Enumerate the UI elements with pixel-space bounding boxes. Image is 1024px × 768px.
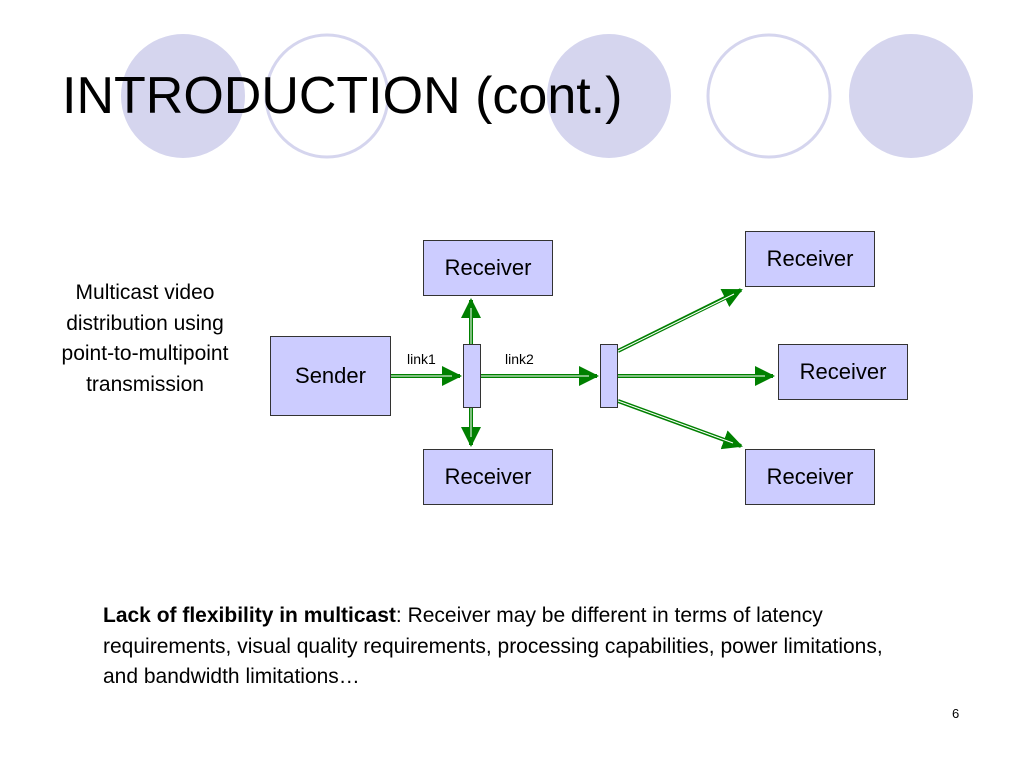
diagram-caption: Multicast video distribution using point…	[61, 281, 229, 396]
decorative-circles	[121, 33, 973, 159]
receiver-node-top: Receiver	[423, 240, 553, 296]
deco-circle-filled	[849, 34, 973, 158]
receiver-node-middle-right: Receiver	[778, 344, 908, 400]
receiver-node-lower-right: Receiver	[745, 449, 875, 505]
link1-label: link1	[407, 351, 436, 367]
sender-node: Sender	[270, 336, 391, 416]
page-number: 6	[952, 706, 960, 721]
note-bold: Lack of flexibility in multicast	[103, 604, 396, 627]
deco-circle-outline	[706, 33, 832, 159]
slide-title: INTRODUCTION (cont.)	[62, 67, 623, 125]
deco-circle-outline	[264, 33, 390, 159]
router-1	[463, 344, 481, 408]
deco-circle-filled	[121, 34, 245, 158]
receiver-node-bottom: Receiver	[423, 449, 553, 505]
note-paragraph: Lack of flexibility in multicast: Receiv…	[103, 601, 883, 693]
link2-label: link2	[505, 351, 534, 367]
router-2	[600, 344, 618, 408]
network-diagram	[391, 288, 775, 450]
receiver-node-upper-right: Receiver	[745, 231, 875, 287]
deco-circle-filled	[547, 34, 671, 158]
note-text: : Receiver may be different in terms of …	[103, 604, 883, 688]
